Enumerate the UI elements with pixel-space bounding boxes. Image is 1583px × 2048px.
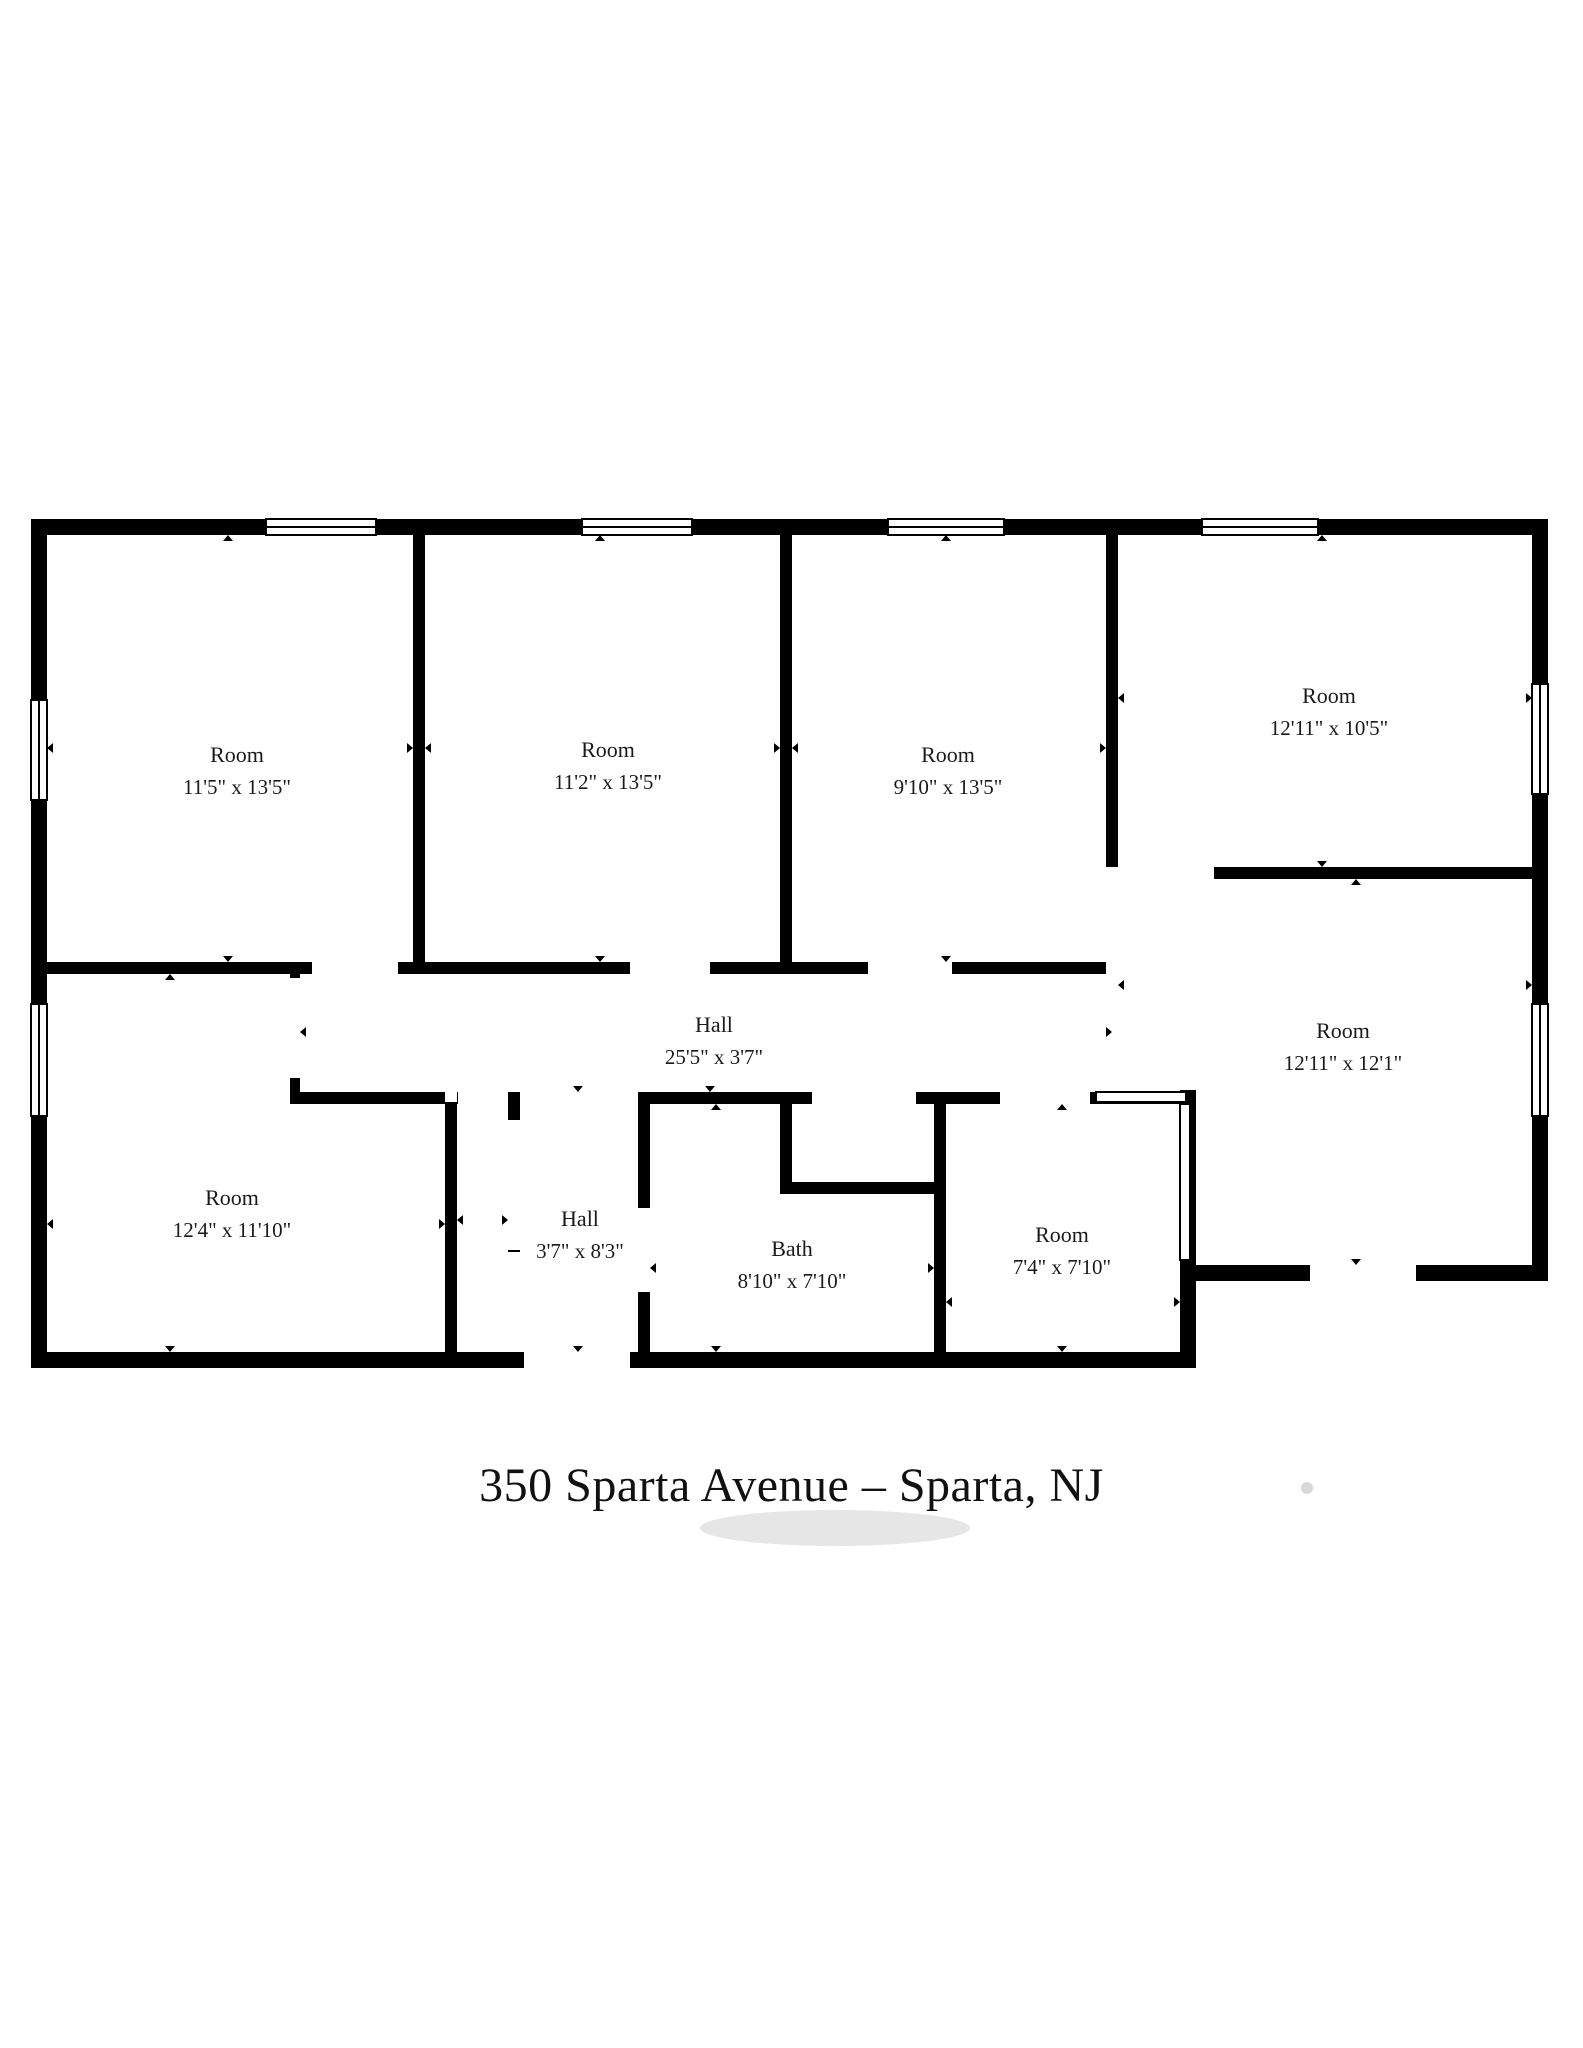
room-label-6-dims: 12'4" x 11'10" (173, 1218, 291, 1242)
wall-closet-left (780, 1092, 792, 1192)
wall-small-hall-left (445, 1092, 457, 1368)
openings (30, 518, 1549, 1368)
door (508, 1120, 520, 1250)
room-label-1-dims: 11'5" x 13'5" (183, 775, 291, 799)
room-label-1-name: Room (210, 742, 264, 767)
room-label-3-dims: 9'10" x 13'5" (894, 775, 1003, 799)
wall-v2 (780, 519, 792, 965)
door (630, 962, 710, 974)
wall-left (31, 519, 47, 1368)
hall-label-2-dims: 3'7" x 8'3" (536, 1239, 624, 1263)
room-label-3-name: Room (921, 742, 975, 767)
wall-v1 (413, 519, 425, 965)
room-label-7-dims: 7'4" x 7'10" (1013, 1255, 1111, 1279)
room-label-2-name: Room (581, 737, 635, 762)
room-label-4-name: Room (1302, 683, 1356, 708)
door (524, 1352, 630, 1368)
room-label-6-name: Room (205, 1185, 259, 1210)
property-address-title: 350 Sparta Avenue – Sparta, NJ (479, 1459, 1104, 1512)
room-label-4-dims: 12'11" x 10'5" (1270, 716, 1388, 740)
bath-label-dims: 8'10" x 7'10" (738, 1269, 847, 1293)
blurred-mark (700, 1510, 970, 1546)
room-label-5-name: Room (1316, 1018, 1370, 1043)
dimension-markers (47, 535, 1532, 1352)
room-label-2-dims: 11'2" x 13'5" (554, 770, 662, 794)
window (1095, 1091, 1187, 1103)
door (312, 962, 398, 974)
wall-bath-right (934, 1092, 946, 1368)
wall-h-right (1106, 867, 1548, 879)
hall-label-1-name: Hall (695, 1012, 733, 1037)
blurred-dot (1301, 1482, 1313, 1494)
hall-label-1-dims: 25'5" x 3'7" (665, 1045, 763, 1069)
bath-label-name: Bath (771, 1236, 813, 1261)
wall-v3 (1106, 519, 1118, 977)
door (638, 1208, 650, 1292)
door (1106, 880, 1118, 977)
wall-h-top-rooms (31, 962, 1118, 974)
hall-label-2-name: Hall (561, 1206, 599, 1231)
room-label-7-name: Room (1035, 1222, 1089, 1247)
wall-closet-bottom (780, 1182, 938, 1194)
labels: Room 11'5" x 13'5" Room 11'2" x 13'5" Ro… (173, 683, 1402, 1293)
door (445, 1092, 457, 1102)
door (1118, 867, 1214, 879)
window (1179, 1103, 1191, 1261)
door (1310, 1265, 1416, 1281)
door (1000, 1092, 1090, 1104)
door (812, 1092, 916, 1104)
door (458, 1092, 508, 1104)
room-label-5-dims: 12'11" x 12'1" (1284, 1051, 1402, 1075)
wall-right (1532, 519, 1548, 1281)
door (868, 962, 952, 974)
door (290, 978, 300, 1078)
